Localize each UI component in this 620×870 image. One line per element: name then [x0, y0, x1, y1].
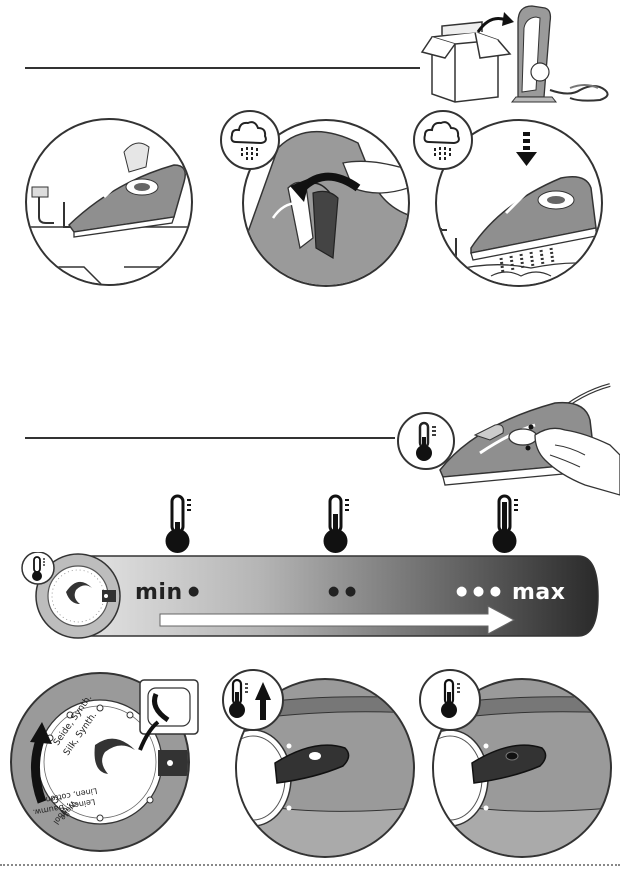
iron-dial-adjust-illustration: [435, 375, 620, 500]
level-1-dots: ●: [188, 584, 200, 599]
max-label: max: [512, 580, 565, 605]
indicator-on-illustration: [215, 668, 415, 860]
thermometer-medium-icon: [318, 492, 356, 556]
box-icon: [422, 22, 510, 102]
unpack-illustration: [420, 2, 615, 110]
min-label: min: [135, 580, 183, 605]
section-divider-top: [25, 67, 420, 69]
thermometer-small-icon: [420, 670, 480, 730]
fill-water-illustration: [24, 117, 194, 287]
steam-control-illustration: [218, 108, 418, 290]
thermometer-high-icon: [487, 492, 525, 556]
thermometer-small-icon: [22, 552, 54, 584]
level-2-dots: ● ●: [328, 584, 357, 599]
steam-icon: [414, 111, 472, 169]
iron-standing-icon: [512, 6, 608, 102]
page-bottom-border: [0, 864, 620, 866]
dial-rotate-illustration: [0, 660, 210, 860]
thermometer-up-icon: [223, 670, 283, 730]
indicator-off-illustration: [412, 668, 612, 860]
steam-icon: [221, 111, 279, 169]
steam-ironing-illustration: [411, 108, 611, 290]
hand-icon: [535, 428, 620, 495]
thermometer-low-icon: [160, 492, 198, 556]
section-divider-middle: [25, 437, 395, 439]
level-3-dots: ● ● ●: [456, 584, 502, 599]
